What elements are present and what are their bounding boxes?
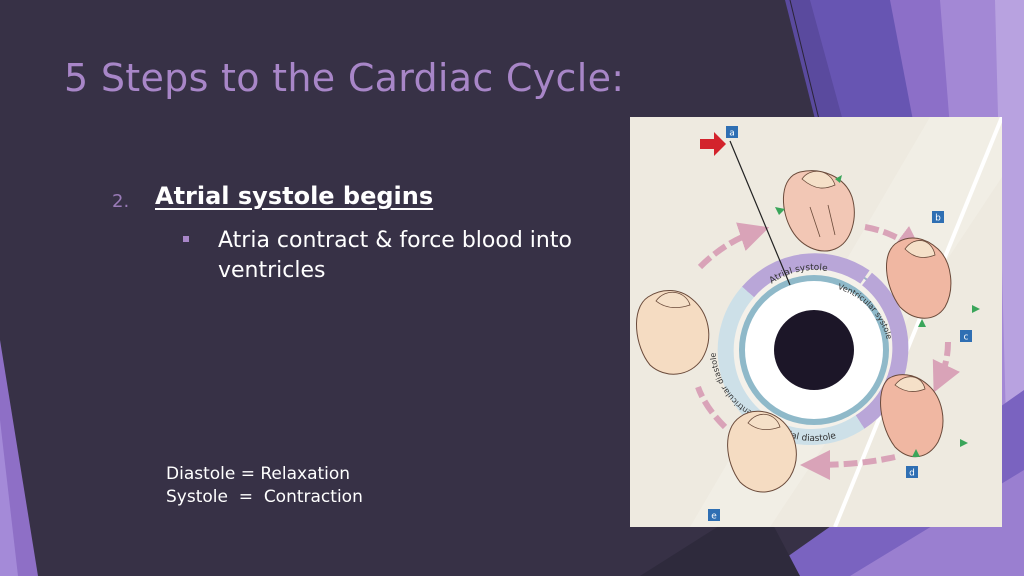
- heart-e: [636, 290, 710, 375]
- pointer-arrow-icon: [700, 132, 726, 156]
- note-systole: Systole = Contraction: [166, 487, 363, 507]
- heart-d: [727, 410, 797, 493]
- heart-c: [880, 374, 944, 457]
- step-label-d: d: [906, 466, 918, 479]
- svg-text:e: e: [711, 512, 717, 522]
- svg-text:b: b: [935, 214, 941, 224]
- bullet-marker: [183, 236, 189, 242]
- svg-text:a: a: [729, 129, 735, 139]
- step-label-c: c: [960, 330, 972, 343]
- note-diastole: Diastole = Relaxation: [166, 464, 351, 484]
- cardiac-cycle-figure: Atrial systole Atrial diastole Ventricul…: [630, 117, 1002, 527]
- heart-a: [782, 170, 855, 252]
- svg-text:d: d: [909, 469, 915, 479]
- step-number: 2.: [112, 191, 130, 212]
- cycle-ring: Atrial systole Atrial diastole Ventricul…: [708, 253, 909, 446]
- step-label-a: a: [726, 126, 738, 139]
- step-heading: Atrial systole begins: [155, 182, 434, 210]
- step-label-e: e: [708, 509, 720, 522]
- slide-title: 5 Steps to the Cardiac Cycle:: [64, 56, 625, 100]
- flow-arrows: [775, 175, 980, 457]
- svg-text:c: c: [964, 333, 969, 343]
- heart-b: [885, 237, 952, 319]
- step-label-b: b: [932, 211, 944, 224]
- bullet-text: Atria contract & force blood into ventri…: [218, 228, 572, 283]
- cycle-arrows: [695, 222, 960, 480]
